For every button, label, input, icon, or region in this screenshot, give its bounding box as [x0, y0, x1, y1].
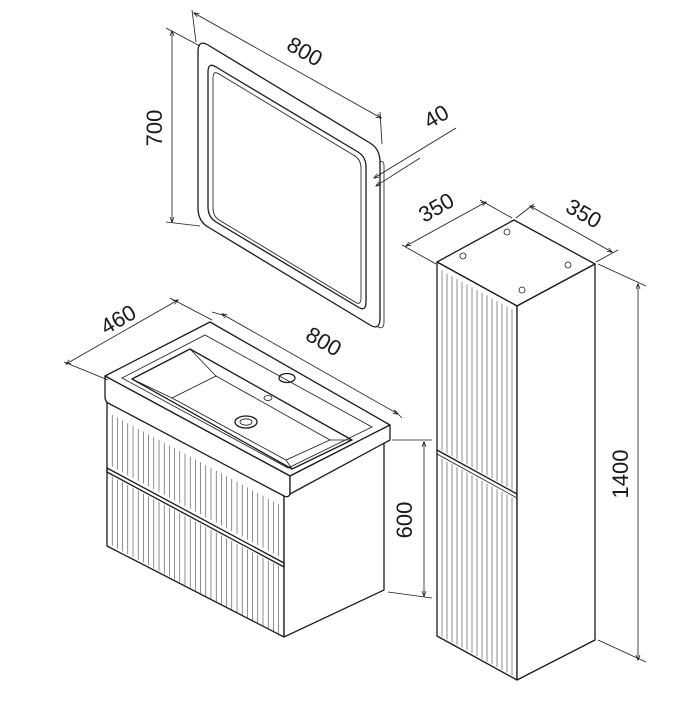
vanity: [104, 321, 391, 638]
column-top-hole: [459, 252, 467, 260]
basin-drain: [234, 415, 258, 429]
dim-label-vanity-depth: 460: [96, 299, 140, 339]
column-front-ribs: [441, 270, 513, 676]
dim-mirror-height: 700: [142, 27, 201, 227]
dim-label-vanity-height: 600: [392, 502, 417, 539]
mirror-led-inner: [212, 72, 362, 304]
column-side: [516, 263, 596, 681]
mirror-led-outer: [207, 64, 367, 310]
dim-vanity-height: 600: [387, 439, 433, 599]
dim-column-height: 1400: [597, 263, 647, 663]
dim-label-mirror-depth: 40: [419, 100, 453, 134]
mirror-depth-edge: [377, 161, 385, 329]
basin-side-lip: [289, 424, 391, 495]
dim-label-column-depth: 350: [414, 187, 458, 227]
column-top-hole: [518, 286, 526, 294]
vanity-front-ribs: [111, 414, 279, 636]
dim-label-column-height: 1400: [608, 450, 633, 499]
basin-front-lip: [104, 375, 291, 498]
tall-column: [436, 219, 596, 681]
column-top-hole: [503, 228, 511, 236]
dim-mirror-width: 800: [191, 9, 382, 145]
mirror-frame: [197, 42, 381, 328]
column-top-hole: [564, 261, 572, 269]
mirror: [197, 42, 385, 329]
dim-mirror-depth: 40: [374, 100, 457, 186]
column-door-split: [436, 449, 518, 495]
dim-label-mirror-width: 800: [283, 31, 327, 71]
dim-label-vanity-width: 800: [302, 321, 346, 361]
vanity-drawer-split: [106, 467, 285, 568]
dim-label-mirror-height: 700: [142, 110, 167, 147]
